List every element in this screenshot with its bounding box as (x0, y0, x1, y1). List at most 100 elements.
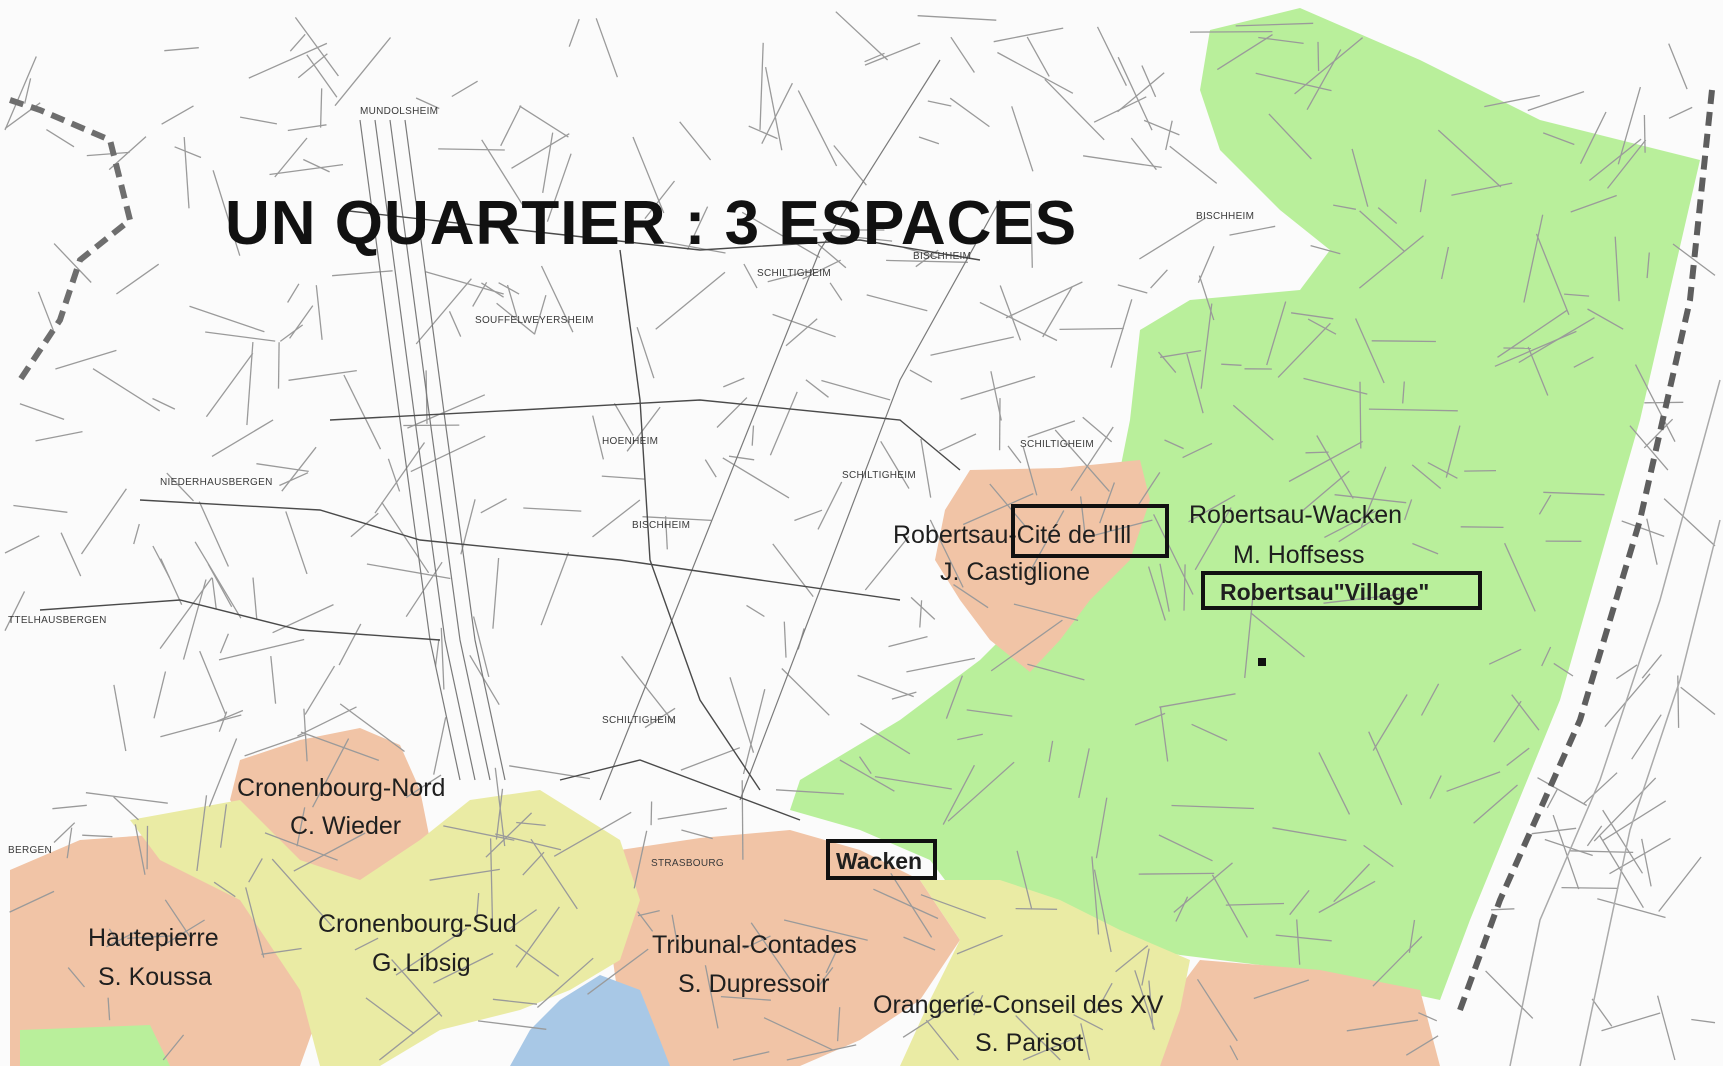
street-segment (1082, 416, 1113, 443)
street-segment (751, 425, 755, 446)
street-segment (1316, 435, 1354, 499)
street-segment (781, 668, 830, 716)
street-segment (443, 825, 515, 841)
street-segment (211, 577, 217, 609)
street-segment (1253, 979, 1310, 1000)
street-segment (817, 967, 834, 987)
street-segment (1614, 236, 1620, 302)
street-segment (949, 97, 990, 128)
place-label-souffelweyersheim: SOUFFELWEYERSHEIM (475, 315, 594, 326)
street-segment (802, 259, 841, 280)
street-segment (1165, 120, 1173, 151)
street-segment (198, 501, 229, 567)
street-segment (1531, 827, 1577, 835)
street-segment (939, 433, 977, 452)
boxed-label-wacken: Wacken (836, 848, 922, 874)
street-segment (1564, 293, 1590, 297)
street-segment (153, 671, 167, 719)
street-segment (1153, 514, 1194, 595)
street-segment (1552, 814, 1580, 890)
orangerie-orange-zone (1160, 960, 1440, 1066)
street-segment (196, 795, 208, 871)
street-segment (219, 633, 230, 654)
street-segment (1093, 869, 1112, 953)
street-segment (650, 801, 653, 826)
place-label-schiltigheim-s: SCHILTIGHEIM (602, 715, 676, 726)
district-cronenbourg-nord-name: Cronenbourg-Nord (237, 774, 445, 802)
street-segment (1604, 673, 1651, 728)
street-segment (644, 707, 676, 729)
highlight-box-village (1201, 571, 1482, 610)
street-segment (1641, 654, 1663, 679)
street-segment (1579, 111, 1607, 164)
street-segment (297, 706, 357, 737)
street-segment (256, 463, 309, 473)
street-segment (433, 952, 494, 984)
street-segment (1141, 65, 1157, 98)
street-segment (19, 403, 65, 421)
street-segment (1323, 592, 1408, 604)
place-label-strasbourg: STRASBOURG (651, 858, 724, 869)
street-segment (378, 1011, 441, 1061)
street-segment (1250, 612, 1305, 658)
street-segment (1621, 520, 1665, 538)
street-segment (655, 271, 726, 330)
street-segment (264, 832, 338, 861)
street-segment (1437, 129, 1502, 188)
street-segment (1182, 442, 1213, 459)
street-segment (113, 684, 127, 752)
street-segment (613, 402, 634, 436)
street-segment (161, 105, 194, 125)
street-segment (1586, 825, 1603, 847)
street-segment (794, 509, 823, 522)
street-segment (748, 125, 778, 140)
street-segment (194, 541, 242, 619)
street-segment (829, 282, 843, 301)
street-segment (1570, 194, 1617, 213)
street-segment (1221, 363, 1242, 366)
street-segment (1333, 204, 1357, 210)
street-segment (1371, 340, 1436, 343)
street-segment (1272, 827, 1347, 842)
street-segment (743, 935, 771, 950)
street-segment (1358, 235, 1424, 289)
map-title: UN QUARTIER : 3 ESPACES (225, 189, 1077, 258)
street-segment (720, 995, 771, 1001)
street-segment (769, 391, 798, 456)
street-segment (296, 807, 306, 847)
street-segment (1310, 244, 1341, 255)
street-segment (546, 153, 572, 222)
street-segment (1497, 309, 1568, 358)
street-segment (1277, 322, 1331, 378)
street-segment (873, 888, 939, 920)
street-segment (1593, 777, 1657, 842)
street-segment (24, 78, 32, 104)
place-label-schiltigheim-n: SCHILTIGHEIM (757, 268, 831, 279)
street-segment (1141, 948, 1150, 986)
street-segment (248, 42, 328, 79)
street-segment (55, 349, 117, 370)
street-segment (1232, 404, 1274, 441)
street-segment (1173, 862, 1233, 913)
street-segment (1451, 182, 1513, 196)
street-segment (772, 543, 814, 597)
street-segment (1346, 1019, 1419, 1032)
street-segment (522, 851, 545, 876)
street-segment (405, 774, 442, 798)
street-segment (244, 733, 307, 757)
street-segment (1291, 312, 1334, 320)
street-segment (1073, 1014, 1104, 1031)
street-segment (1095, 982, 1113, 1014)
street-segment (339, 703, 405, 753)
street-segment (1305, 451, 1329, 454)
street-segment (728, 455, 755, 461)
street-segment (1296, 919, 1301, 965)
street-segment (410, 435, 486, 473)
street-segment (1631, 714, 1662, 760)
street-segment (821, 379, 891, 401)
street-segment (1007, 445, 1022, 464)
street-segment (1333, 863, 1370, 903)
street-segment (568, 18, 580, 47)
street-segment (451, 80, 478, 98)
street-segment (1602, 800, 1667, 841)
